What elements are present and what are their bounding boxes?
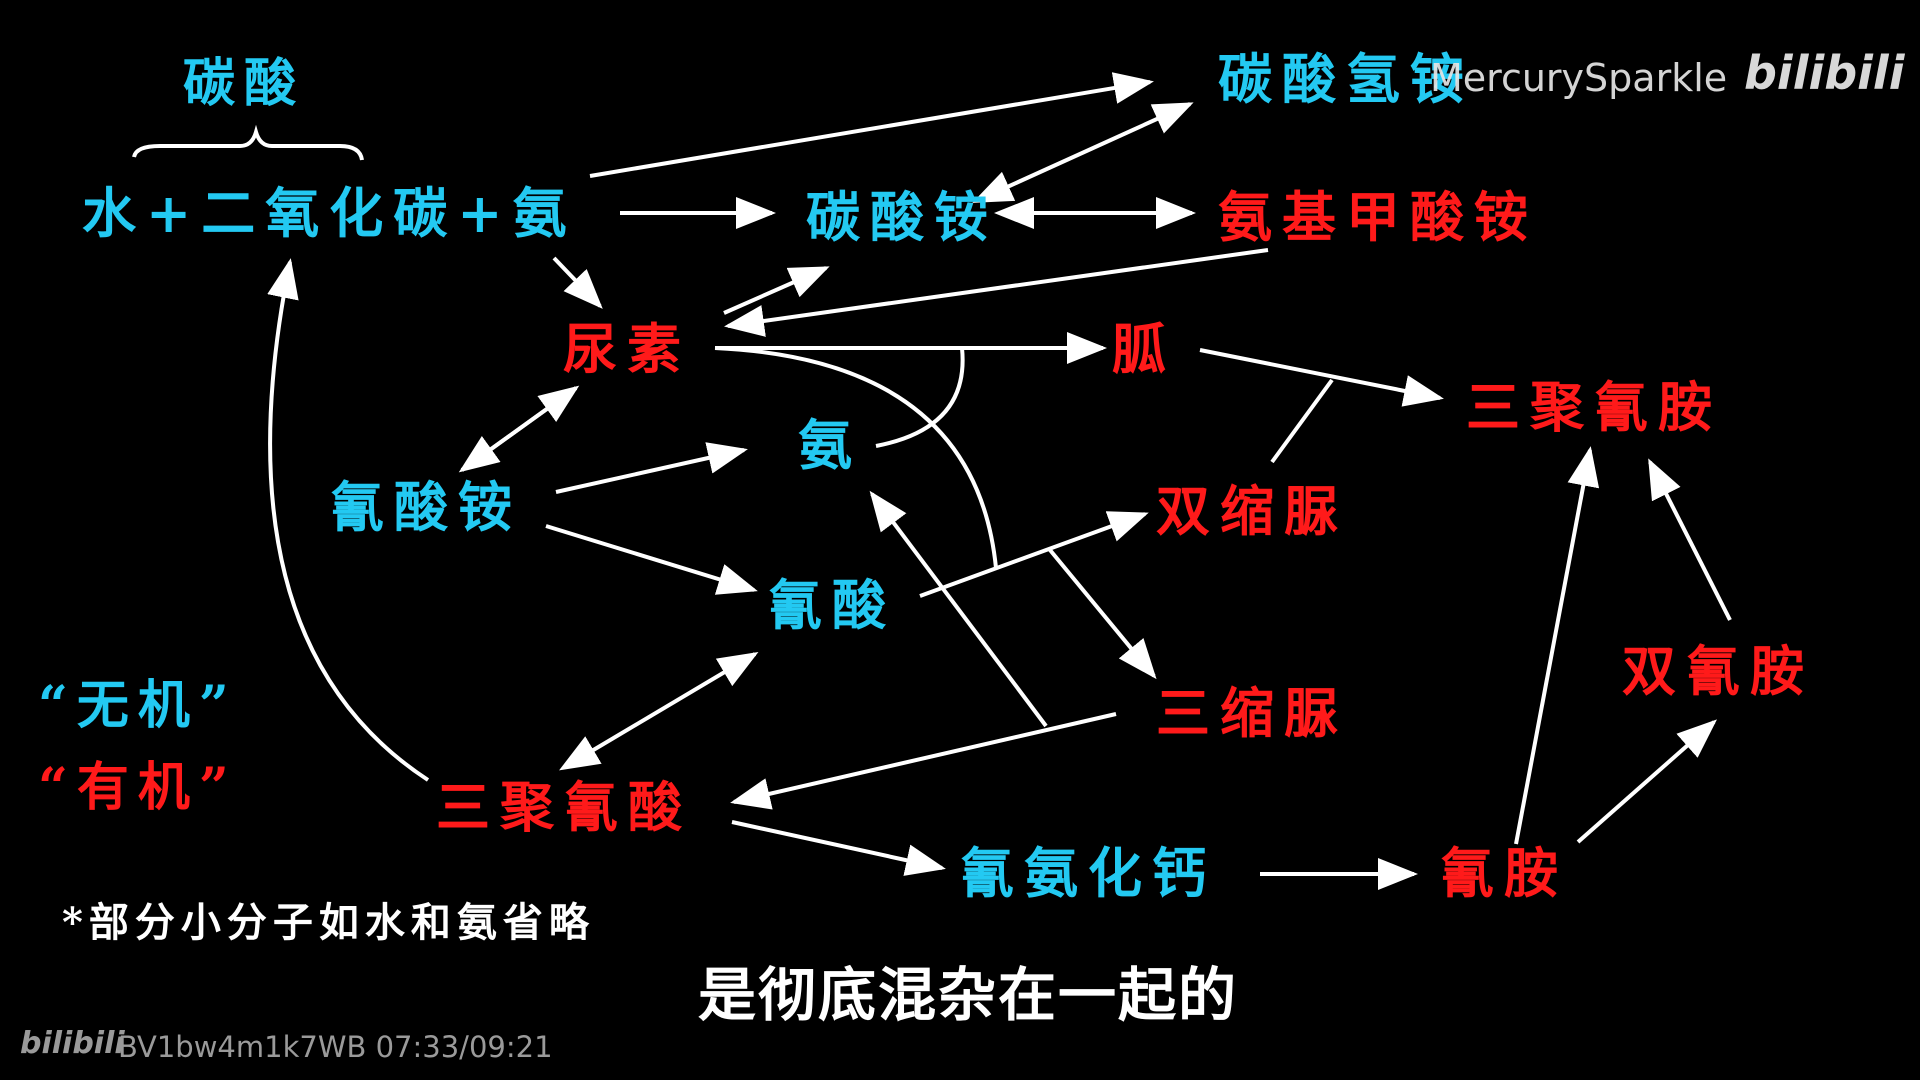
arrow-reactants-bicarbonate [589, 72, 1154, 178]
bilibili-logo-bottom: bilibili [20, 1026, 125, 1061]
node-triuret: 三缩脲 [1156, 681, 1348, 745]
arrow-branch-ammonia [869, 490, 1048, 728]
node-melamine: 三聚氰胺 [1466, 375, 1722, 439]
bilibili-logo-top: bilibili [1744, 46, 1905, 100]
node-ammonium-cyanate: 氰酸铵 [330, 475, 522, 539]
node-ammonium-carbonate: 碳酸铵 [806, 185, 998, 249]
node-carbonic-acid: 碳酸 [183, 53, 306, 114]
node-ammonium-bicarbonate: 碳酸氢铵 [1218, 47, 1474, 111]
node-ammonium-carbamate: 氨基甲酸铵 [1218, 185, 1538, 249]
brace [132, 124, 364, 161]
curve-urea-cyanuric [714, 346, 998, 569]
arrow-cyanamide-dicyandiamide [1576, 719, 1717, 844]
uploader-watermark: MercurySparkle [1430, 56, 1728, 100]
node-guanidine: 胍 [1112, 317, 1176, 381]
node-biuret: 双缩脲 [1156, 479, 1348, 543]
arrow-cyanate-cyanicacid [545, 524, 758, 595]
arrow-cyanamide-melamine [1514, 446, 1600, 845]
subtitle: 是彻底混杂在一起的 [698, 961, 1239, 1029]
arrow-cyanate-ammonia [555, 442, 748, 494]
node-urea: 尿素 [563, 317, 691, 381]
arrow-carbamate-urea [724, 248, 1269, 337]
footnote: *部分小分子如水和氨省略 [62, 899, 595, 946]
node-reactants: 水+二氧化碳+氨 [82, 181, 577, 245]
arrow-dicyandiamide-melamine [1648, 458, 1732, 621]
node-cyanic-acid: 氰酸 [768, 573, 896, 637]
arrow-triuret-cyanuric [730, 712, 1117, 810]
arrow-guanidine-melamine [1199, 348, 1444, 407]
arrow-branch-triuret [1048, 548, 1157, 680]
legend-organic: “有机” [38, 757, 238, 818]
node-dicyandiamide: 双氰胺 [1622, 639, 1814, 703]
arrow-reactants-urea [552, 256, 603, 309]
arrow-urea-carbonate [723, 266, 830, 315]
arrow-cyanuric-cyanicacid [559, 651, 759, 771]
arrow-cyanicacid-biuret [919, 511, 1149, 598]
arrow-carbonate-bicarbonate [972, 102, 1194, 203]
node-cyanamide: 氰胺 [1440, 841, 1568, 905]
node-ammonia: 氨 [798, 413, 862, 477]
node-calcium-cyanamide: 氰氨化钙 [960, 841, 1216, 905]
arrow-cyanuric-calcium [731, 820, 946, 876]
video-info: BV1bw4m1k7WB 07:33/09:21 [118, 1030, 553, 1064]
legend-inorganic: “无机” [38, 675, 238, 736]
curve-ammonia-urea [875, 347, 965, 448]
node-cyanuric-acid: 三聚氰酸 [436, 775, 692, 839]
branch-biuret-melamine [1270, 378, 1334, 464]
curve-cyanuric-reactants [267, 258, 430, 782]
